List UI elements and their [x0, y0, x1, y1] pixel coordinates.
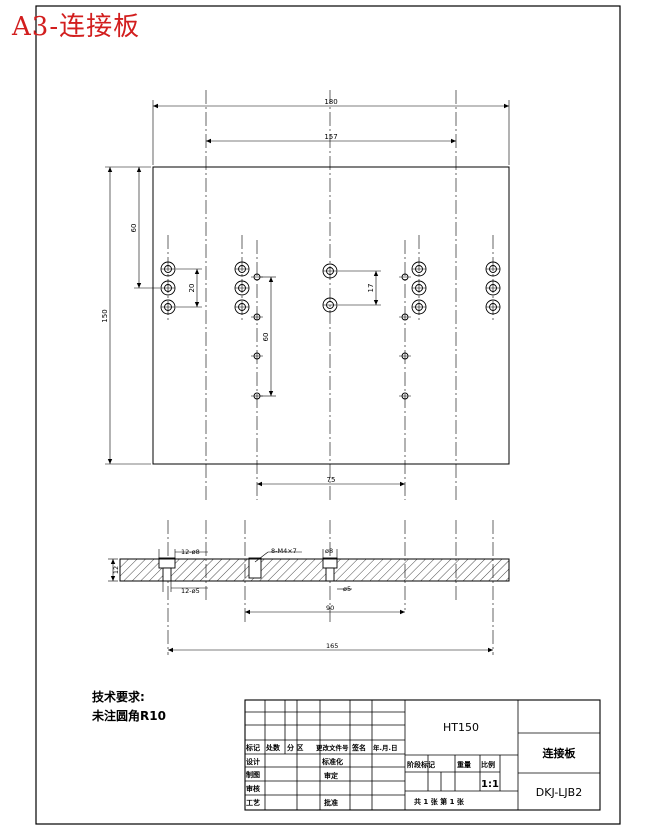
dim-span-90: 90 [326, 604, 334, 612]
counterbore-holes [160, 261, 501, 315]
tb-signature: 签名 [351, 743, 366, 752]
dim-pitch-17: 17 [367, 284, 375, 293]
center-lines [167, 90, 494, 500]
dim-height-60: 60 [130, 224, 138, 233]
dim-height-150: 150 [101, 309, 109, 322]
dim-thickness: 12 [112, 566, 120, 574]
tb-mark: 标记 [245, 743, 260, 752]
tb-scale-label: 比例 [481, 760, 495, 769]
top-view: 180 157 150 60 20 17 60 75 [101, 90, 510, 500]
dim-counterbore-top: 12-ø8 [181, 548, 200, 556]
dim-thread-callout: 8-M4×7 [271, 547, 297, 555]
section-hatch [120, 559, 509, 581]
dim-vertical-60: 60 [262, 333, 270, 342]
tb-date: 年.月.日 [373, 743, 397, 752]
tb-role-standardize: 标准化 [321, 757, 343, 766]
tb-stage-mark: 阶段标记 [407, 760, 435, 769]
tb-weight: 重量 [457, 760, 471, 769]
top-view-dimensions [105, 100, 510, 487]
tb-zone: 分 区 [287, 743, 303, 752]
tb-role-check: 审核 [246, 784, 260, 793]
tb-change-doc: 更改文件号 [316, 743, 349, 752]
tb-scale: 1:1 [481, 779, 499, 790]
title-block-text: 标记 处数 分 区 更改文件号 签名 年.月.日 设计 制图 审核 工艺 标准化… [245, 721, 582, 807]
dim-bore-top: ø8 [325, 547, 333, 555]
section-view: 12 12-ø8 12-ø5 8-M4×7 ø8 ø5 90 165 [108, 520, 510, 655]
tb-count: 处数 [265, 743, 281, 752]
section-outline [119, 558, 510, 582]
tb-role-design: 设计 [246, 757, 260, 766]
dim-span-75: 75 [327, 476, 336, 484]
notes-heading: 技术要求: [92, 690, 145, 704]
tb-role-process: 工艺 [246, 798, 260, 807]
section-dimensions [108, 549, 493, 653]
tb-role-review: 审定 [324, 771, 338, 780]
border-frame [35, 5, 621, 825]
tb-part-name: 连接板 [543, 746, 577, 760]
section-center-lines [167, 520, 494, 655]
tb-role-draft: 制图 [246, 770, 260, 779]
dim-hole-span: 157 [324, 133, 337, 141]
notes-line-1: 未注圆角R10 [92, 709, 166, 723]
dim-bore-bottom: ø5 [343, 585, 351, 593]
tb-sheets: 共 1 张 第 1 张 [414, 797, 465, 806]
page-title: A3-连接板 [12, 12, 141, 42]
dim-pitch-20: 20 [188, 284, 196, 293]
dim-span-165: 165 [326, 642, 338, 650]
dim-counterbore-bottom: 12-ø5 [181, 587, 200, 595]
dim-overall-width: 180 [324, 98, 337, 106]
tapped-holes [251, 273, 411, 400]
title-block: 标记 处数 分 区 更改文件号 签名 年.月.日 设计 制图 审核 工艺 标准化… [244, 699, 601, 811]
tb-role-approve: 批准 [324, 798, 338, 807]
plate-outline [152, 166, 510, 465]
top-view-dim-text: 180 157 150 60 20 17 60 75 [101, 98, 375, 484]
tb-material: HT150 [443, 721, 479, 734]
tb-drawing-no: DKJ-LJB2 [536, 786, 582, 799]
section-dim-text: 12 12-ø8 12-ø5 8-M4×7 ø8 ø5 90 165 [112, 547, 351, 650]
